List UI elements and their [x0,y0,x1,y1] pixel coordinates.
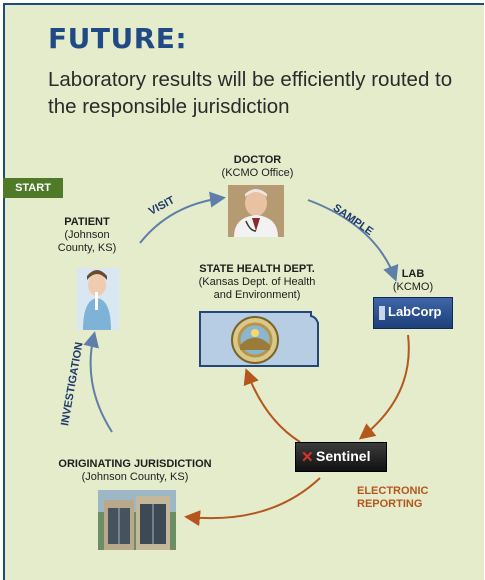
arrow-visit [139,191,226,244]
sentinel-logo-text: Sentinel [316,448,371,464]
labcorp-logo: LabCorp [373,297,453,329]
slide-title: FUTURE: [48,22,188,55]
start-badge: START [3,178,63,198]
electronic-line-1: ELECTRONIC [357,485,429,497]
doctor-photo [228,185,284,237]
patient-photo [77,268,119,330]
origin-label: ORIGINATING JURISDICTION (Johnson County… [40,458,230,484]
state-detail-2: and Environment) [213,289,301,301]
arrow-sample [307,199,399,282]
labcorp-mark-icon [379,306,385,320]
lab-detail-1: (KCMO) [392,281,434,293]
kansas-map-icon [199,311,319,367]
doctor-detail-1: (KCMO Office) [221,167,294,179]
sentinel-logo: ✕ Sentinel [295,442,387,472]
labcorp-logo-text: LabCorp [388,304,442,319]
arrow-sentinel-origin [184,477,321,527]
patient-name: PATIENT [64,216,110,228]
origin-detail-1: (Johnson County, KS) [81,471,189,483]
origin-name: ORIGINATING JURISDICTION [58,458,212,470]
state-label: STATE HEALTH DEPT. (Kansas Dept. of Heal… [182,263,332,302]
sentinel-x-icon: ✕ [301,449,314,466]
doctor-figure-icon [228,185,284,237]
electronic-reporting-label: ELECTRONIC REPORTING [357,485,429,511]
origin-building-photo [98,490,176,550]
slide-subtitle: Laboratory results will be efficiently r… [48,68,453,118]
state-name: STATE HEALTH DEPT. [199,263,315,275]
patient-figure-icon [77,268,119,330]
state-detail-1: (Kansas Dept. of Health [198,276,316,288]
lab-label: LAB (KCMO) [378,268,448,294]
arrow-investigation [83,331,113,433]
electronic-line-2: REPORTING [357,498,423,510]
arrow-lab-sentinel [358,334,410,440]
arrow-sentinel-state [243,368,301,443]
doctor-name: DOCTOR [233,154,282,166]
patient-detail-1: (Johnson [64,229,110,241]
patient-detail-2: County, KS) [57,242,117,254]
building-icon [98,490,176,550]
lab-name: LAB [401,268,425,280]
patient-label: PATIENT (Johnson County, KS) [48,216,126,255]
doctor-label: DOCTOR (KCMO Office) [200,154,315,180]
